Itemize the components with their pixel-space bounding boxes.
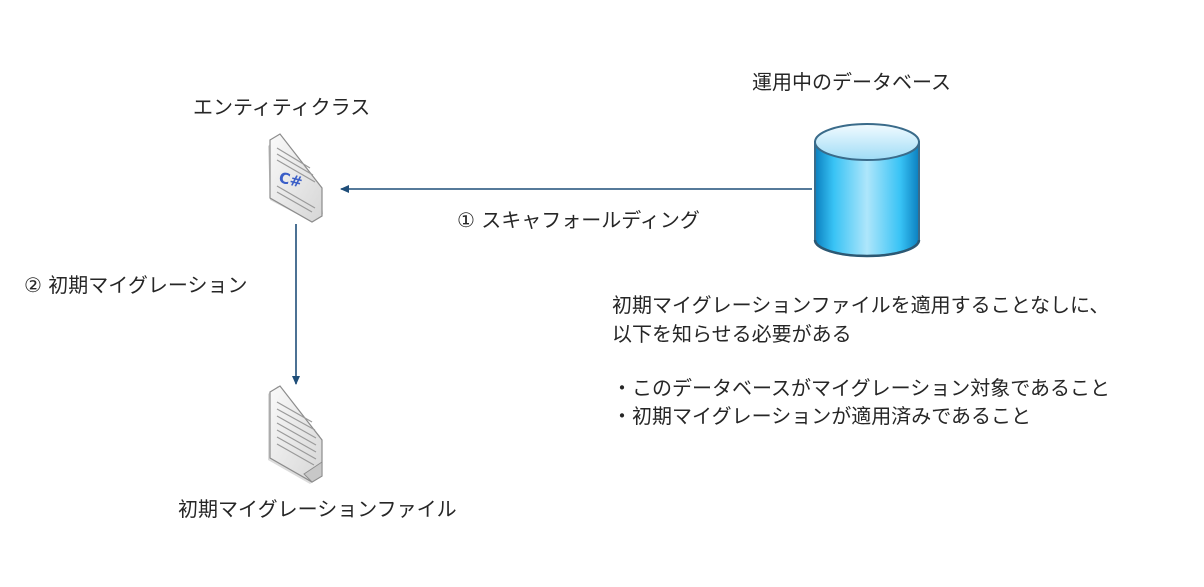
migration-file-label: 初期マイグレーションファイル bbox=[178, 497, 457, 521]
entity-class-label: エンティティクラス bbox=[193, 95, 371, 119]
note-bullet-1: ・このデータベースがマイグレーション対象であること bbox=[612, 376, 1110, 400]
migration-label: ② 初期マイグレーション bbox=[24, 273, 248, 297]
document-file-icon bbox=[268, 385, 323, 484]
database-label: 運用中のデータベース bbox=[752, 70, 951, 94]
csharp-file-icon: C# bbox=[268, 133, 323, 223]
database-icon bbox=[813, 123, 921, 258]
scaffolding-label: ① スキャフォールディング bbox=[457, 208, 700, 232]
note-line-1: 初期マイグレーションファイルを適用することなしに、 bbox=[612, 293, 1110, 317]
csharp-icon-text: C# bbox=[277, 168, 304, 191]
note-bullet-2: ・初期マイグレーションが適用済みであること bbox=[612, 404, 1031, 428]
note-line-2: 以下を知らせる必要がある bbox=[612, 322, 852, 346]
